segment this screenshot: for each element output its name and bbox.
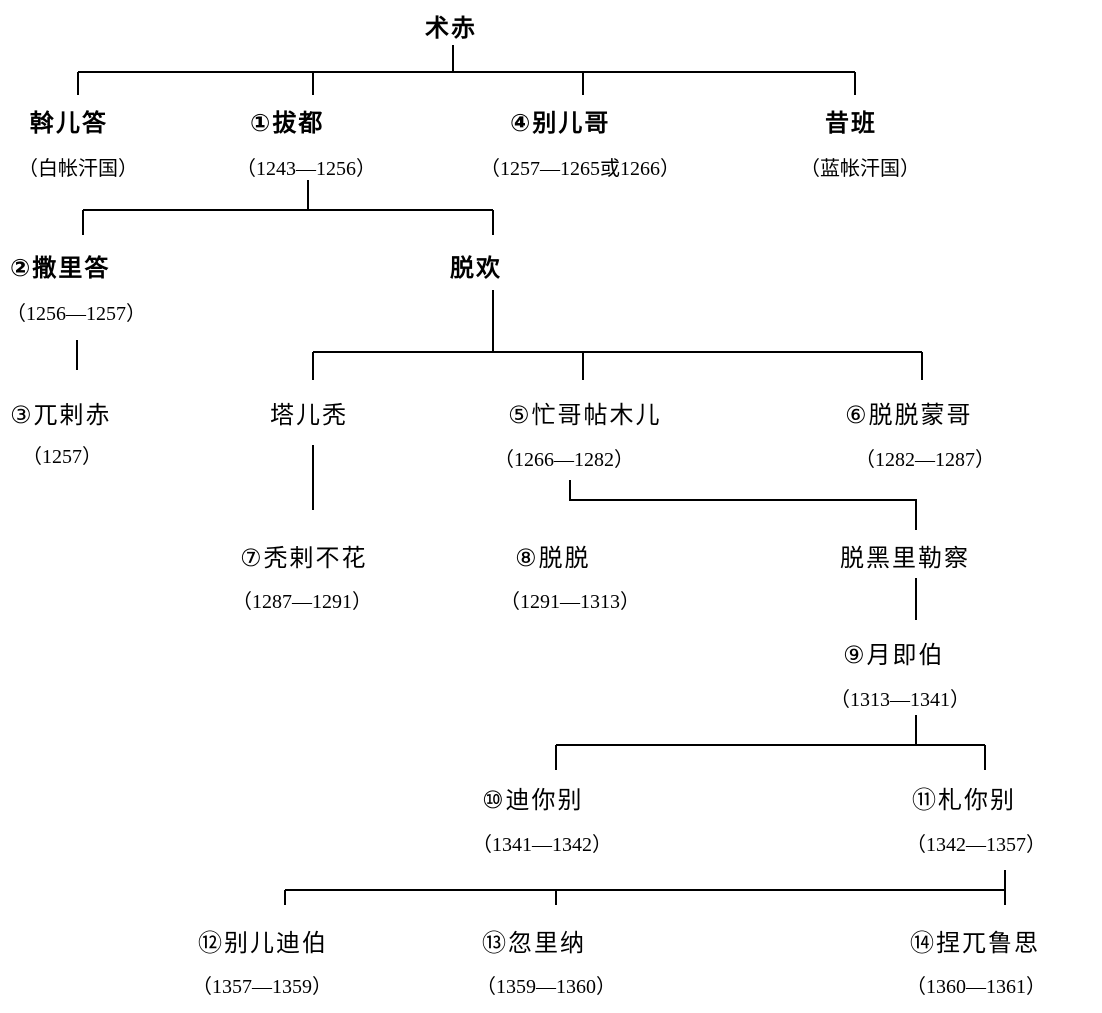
- node-dates: （1257）: [22, 446, 102, 468]
- node-dates: （1287—1291）: [232, 591, 372, 613]
- line-jochi-children: [77, 45, 856, 95]
- node-name: 斡儿答: [30, 109, 108, 137]
- node-name: ⑦秃剌不花: [240, 544, 368, 572]
- node-name: ⑥脱脱蒙哥: [845, 401, 973, 429]
- node-dates: （1357—1359）: [192, 976, 332, 998]
- node-note: （白帐汗国）: [18, 158, 138, 180]
- node-dates: （1291—1313）: [500, 591, 640, 613]
- line-batu-children: [82, 180, 494, 235]
- node-name: ②撒里答: [10, 254, 111, 282]
- node-dates: （1266—1282）: [494, 449, 634, 471]
- node-dates: （1313—1341）: [830, 689, 970, 711]
- node-name: ⑧脱脱: [515, 544, 591, 572]
- node-dates: （1342—1357）: [906, 834, 1046, 856]
- line-toqoqan-children: [312, 290, 923, 380]
- root-jochi: 术赤: [425, 14, 477, 42]
- node-name: ③兀剌赤: [10, 401, 112, 429]
- node-name: ⑩迪你别: [482, 786, 584, 814]
- node-name: 脱黑里勒察: [840, 544, 970, 572]
- node-name: ⑪札你别: [912, 786, 1016, 814]
- node-dates: （1360—1361）: [906, 976, 1046, 998]
- line-janibeg-children: [284, 870, 1006, 905]
- node-dates: （1282—1287）: [855, 449, 995, 471]
- node-note: （蓝帐汗国）: [800, 158, 920, 180]
- node-name: 塔儿秃: [270, 401, 348, 429]
- node-name: ⑨月即伯: [843, 641, 945, 669]
- node-name: 昔班: [825, 109, 877, 137]
- node-dates: （1359—1360）: [476, 976, 616, 998]
- node-name: ⑭捏兀鲁思: [910, 929, 1040, 957]
- node-dates: （1243—1256）: [236, 158, 376, 180]
- node-name: ④别儿哥: [510, 109, 611, 137]
- node-dates: （1256—1257）: [6, 303, 146, 325]
- line-ozbeg-children: [555, 715, 986, 770]
- node-name: ⑤忙哥帖木儿: [508, 401, 662, 429]
- node-dates: （1341—1342）: [472, 834, 612, 856]
- node-name: ⑫别儿迪伯: [198, 929, 328, 957]
- node-name: ⑬忽里纳: [482, 929, 586, 957]
- node-dates: （1257—1265或1266）: [480, 158, 680, 180]
- node-name: 脱欢: [450, 254, 502, 282]
- line-mengu-children: [569, 480, 917, 530]
- node-name: ①拔都: [250, 109, 325, 137]
